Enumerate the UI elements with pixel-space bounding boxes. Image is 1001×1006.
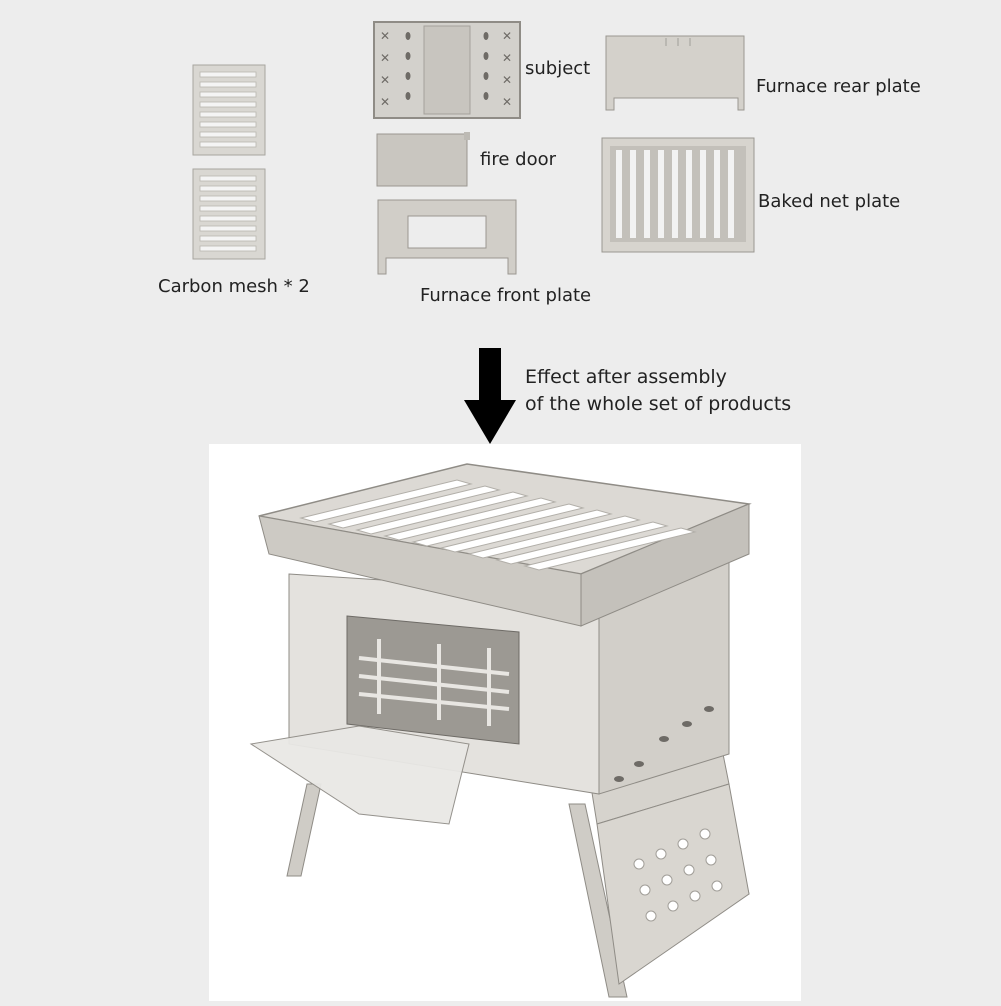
subject-label: subject xyxy=(525,58,591,79)
svg-text:✕: ✕ xyxy=(502,51,512,65)
down-arrow-icon xyxy=(464,348,516,444)
furnace-rear-plate-part xyxy=(605,35,745,111)
svg-text:✕: ✕ xyxy=(380,29,390,43)
svg-text:✕: ✕ xyxy=(380,73,390,87)
furnace-front-plate-part xyxy=(377,199,517,275)
carbon-mesh-plate-2 xyxy=(192,168,266,260)
assembly-caption: Effect after assembly of the whole set o… xyxy=(525,364,791,418)
caption-line-2: of the whole set of products xyxy=(525,393,792,415)
furnace-front-plate-label: Furnace front plate xyxy=(420,285,592,306)
svg-text:✕: ✕ xyxy=(502,73,512,87)
carbon-mesh-label: Carbon mesh * 2 xyxy=(158,276,310,297)
baked-net-plate-label: Baked net plate xyxy=(758,191,901,212)
fire-door-part xyxy=(376,132,470,187)
svg-text:✕: ✕ xyxy=(502,29,512,43)
svg-text:✕: ✕ xyxy=(502,95,512,109)
subject-body-part: ✕ ✕ ✕ ✕ ✕ ✕ ✕ ✕ xyxy=(373,21,521,119)
svg-text:✕: ✕ xyxy=(380,95,390,109)
baked-net-plate-part xyxy=(601,137,755,253)
caption-line-1: Effect after assembly xyxy=(525,366,727,388)
carbon-mesh-plate-1 xyxy=(192,64,266,156)
furnace-rear-plate-label: Furnace rear plate xyxy=(756,76,921,97)
fire-door-label: fire door xyxy=(480,149,556,170)
svg-text:✕: ✕ xyxy=(380,51,390,65)
assembled-stove-illustration xyxy=(249,463,752,998)
assembled-stove-photo xyxy=(209,444,801,1001)
